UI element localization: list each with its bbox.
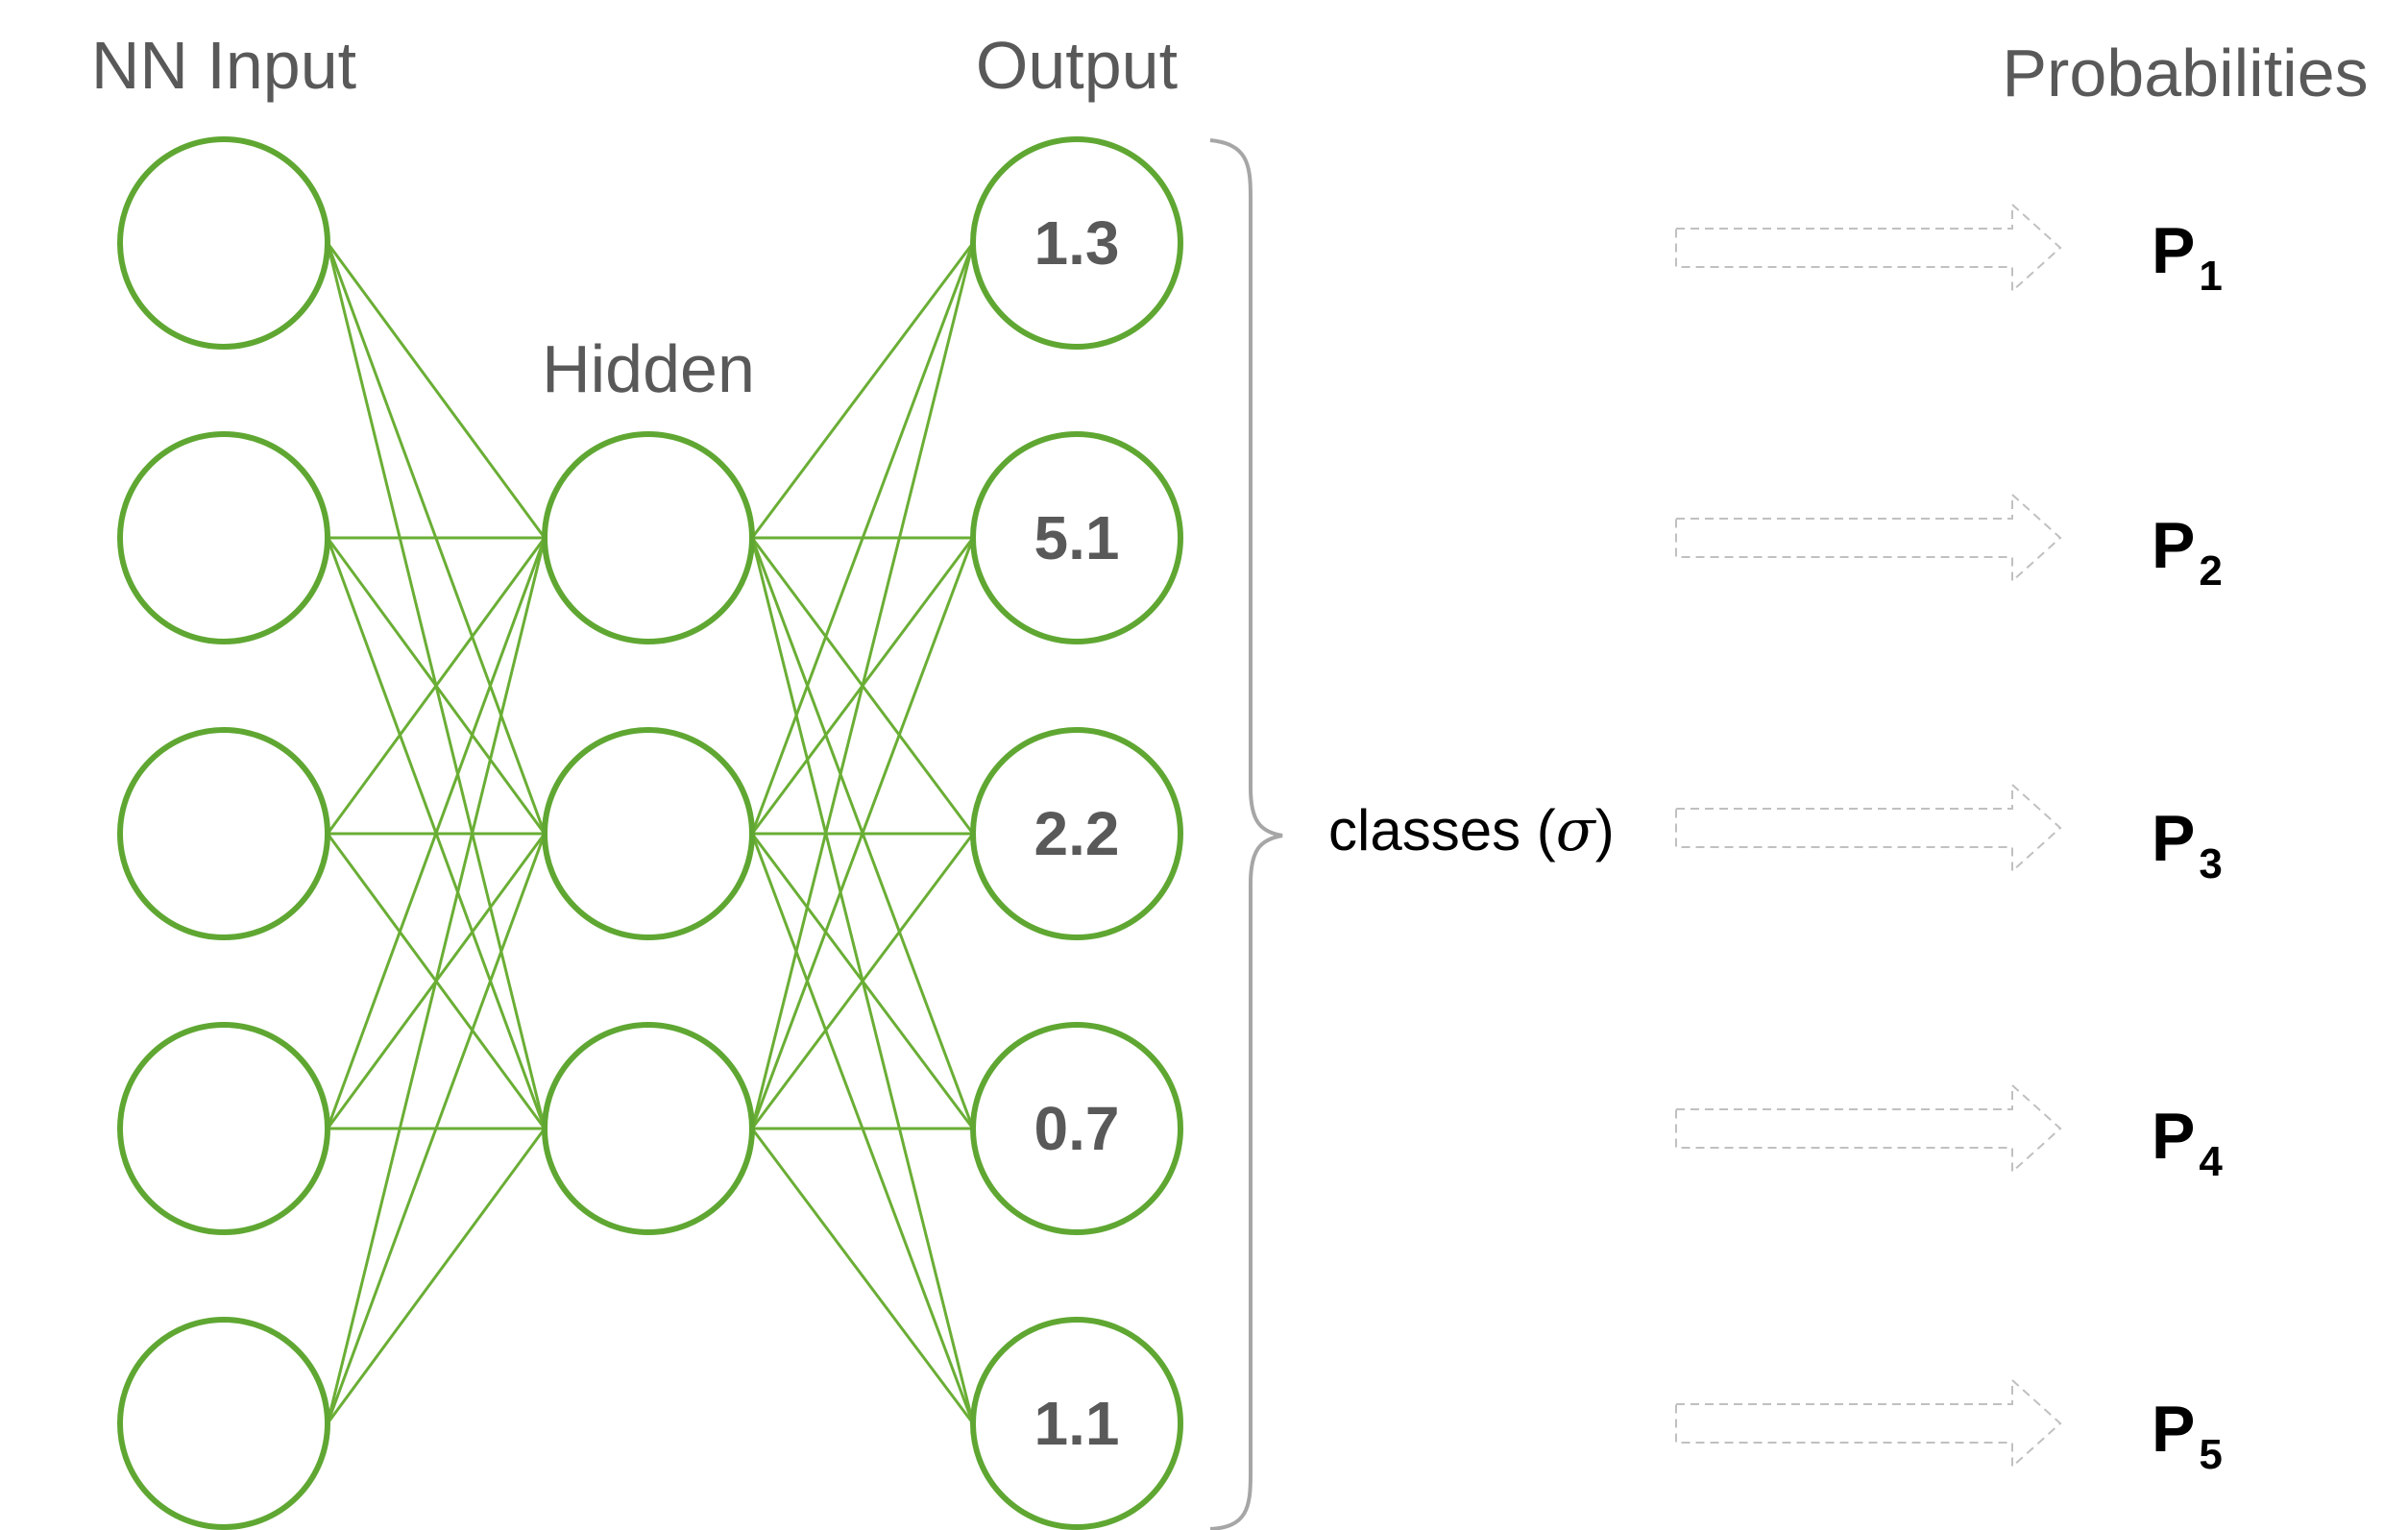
edge-input-5-hidden-1	[326, 537, 547, 1424]
probability-subscript: 4	[2199, 1138, 2223, 1185]
output-node-4	[970, 1022, 1183, 1235]
edge-input-3-hidden-1	[326, 537, 547, 835]
classes-label-prefix: classes (	[1328, 798, 1556, 862]
hidden-layer-title: Hidden	[542, 331, 755, 406]
probability-label-3: P3	[2152, 802, 2223, 887]
classes-label: classes (σ)	[1328, 797, 1615, 864]
output-value-2: 5.1	[1034, 503, 1120, 572]
probability-label-4: P4	[2152, 1100, 2223, 1185]
output-layer-title: Output	[976, 28, 1178, 103]
hidden-node-3	[542, 1022, 755, 1235]
output-value-1: 1.3	[1034, 208, 1120, 278]
probability-symbol: P	[2152, 1100, 2195, 1173]
output-node-2	[970, 431, 1183, 644]
edge-hidden-1-output-1	[750, 242, 975, 539]
arrow-right-icon	[1675, 1082, 2062, 1175]
output-node-1	[970, 136, 1183, 350]
connections	[326, 242, 975, 1424]
probability-label-2: P2	[2152, 509, 2223, 595]
arrow-right-icon	[1675, 1377, 2062, 1469]
output-value-5: 1.1	[1034, 1389, 1120, 1458]
probability-symbol: P	[2152, 1393, 2195, 1466]
output-node-5	[970, 1317, 1183, 1530]
output-node-3	[970, 727, 1183, 940]
edge-hidden-3-output-1	[750, 242, 975, 1129]
probability-label-5: P5	[2152, 1393, 2223, 1478]
output-value-4: 0.7	[1034, 1094, 1120, 1163]
edge-input-5-hidden-2	[326, 833, 547, 1424]
probability-subscript: 1	[2199, 253, 2222, 300]
input-node-3	[117, 727, 330, 940]
probability-symbol: P	[2152, 509, 2195, 582]
input-node-1	[117, 136, 330, 350]
edge-input-4-hidden-1	[326, 537, 547, 1129]
hidden-node-2	[542, 727, 755, 940]
classes-label-suffix: )	[1595, 798, 1615, 862]
arrow-right-icon	[1675, 202, 2062, 294]
probability-subscript: 3	[2199, 840, 2222, 887]
edge-input-5-hidden-3	[326, 1128, 547, 1424]
brace-icon	[1209, 138, 1283, 1530]
probability-symbol: P	[2152, 802, 2195, 875]
hidden-layer	[542, 431, 755, 1235]
input-layer	[117, 136, 330, 1530]
edge-hidden-3-output-3	[750, 833, 975, 1129]
edge-hidden-3-output-2	[750, 537, 975, 1129]
input-node-5	[117, 1317, 330, 1530]
arrow-right-icon	[1675, 492, 2062, 584]
hidden-node-1	[542, 431, 755, 644]
input-node-2	[117, 431, 330, 644]
edge-hidden-2-output-1	[750, 242, 975, 835]
edge-hidden-3-output-5	[750, 1128, 975, 1424]
probability-subscript: 2	[2199, 547, 2222, 595]
output-layer: 1.3 5.1 2.2 0.7 1.1	[970, 136, 1183, 1530]
output-value-3: 2.2	[1034, 799, 1120, 868]
arrow-right-icon	[1675, 782, 2062, 874]
probability-symbol: P	[2152, 214, 2195, 287]
input-node-4	[117, 1022, 330, 1235]
sigma-symbol: σ	[1556, 797, 1597, 864]
softmax-arrows	[1675, 202, 2062, 1469]
edge-input-1-hidden-1	[326, 242, 547, 539]
probability-label-1: P1	[2152, 214, 2223, 300]
input-layer-title: NN Input	[91, 28, 356, 103]
probabilities-title: Probabilities	[2002, 36, 2368, 110]
probability-subscript: 5	[2199, 1431, 2222, 1478]
